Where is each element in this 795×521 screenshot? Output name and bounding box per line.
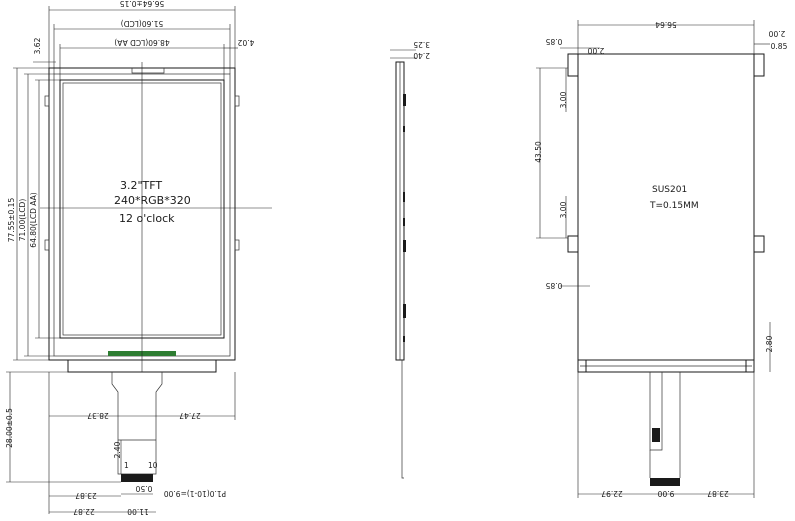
back-fpc-pad — [652, 428, 660, 442]
dim-bottom-right: 23.87 — [707, 489, 729, 498]
dim-tab-height-2: 3.00 — [559, 201, 568, 218]
dim-left-dist2: 22.87 — [73, 507, 95, 516]
dim-lcd-height: 71.00(LCD) — [18, 199, 27, 242]
side-clip-4 — [403, 218, 405, 226]
dim-left-dist: 23.87 — [75, 491, 97, 500]
side-clip-5 — [403, 240, 406, 252]
dim-right-offset: 4.02 — [237, 38, 254, 47]
dim-bottom-mid: 9.00 — [657, 489, 674, 498]
dim-bottom-left: 22.97 — [601, 489, 623, 498]
dim-corner-top: 0.85 — [545, 37, 562, 46]
dim-pin-pitch: P1.0(10-1)=9.00 — [164, 489, 227, 498]
dim-overall-height: 77.55±0.15 — [7, 198, 16, 243]
tab-mid-right — [753, 235, 765, 253]
side-clip-3 — [403, 192, 405, 202]
tab-top-left — [567, 53, 579, 77]
dim-top-offset: 3.62 — [33, 37, 42, 54]
tab-bot-right — [745, 359, 755, 373]
dim-fpc-width: 11.00 — [127, 507, 149, 516]
side-clip-7 — [403, 336, 405, 342]
side-clip-6 — [403, 304, 406, 318]
pin-1-label: 1 — [124, 461, 129, 470]
tab-mid-left — [567, 235, 579, 253]
dim-tab-spacing: 43.50 — [534, 141, 543, 163]
dim-bottom-strip: 2.80 — [765, 335, 774, 352]
left-clip-bottom — [44, 239, 50, 251]
dim-fpc-left-center: 28.37 — [87, 411, 109, 420]
right-clip-bottom — [234, 239, 240, 251]
dim-fpc-length: 28.00±0.5 — [5, 408, 14, 448]
back-fpc — [649, 372, 663, 451]
dim-back-width: 56.64 — [655, 20, 677, 29]
side-fpc — [401, 360, 404, 479]
spec-size: 3.2"TFT — [120, 179, 162, 192]
dim-aa-height: 64.80(LCD AA) — [29, 192, 38, 247]
side-clip-2 — [403, 126, 405, 132]
dim-tab-width-left: 2.00 — [587, 46, 604, 55]
thickness-note: T=0.15MM — [649, 201, 699, 211]
dim-aa-width: 48.60(LCD AA) — [114, 38, 169, 47]
fpc-pins — [121, 474, 153, 482]
dim-thickness-total: 3.25 — [413, 40, 430, 49]
pin-10-label: 10 — [148, 461, 158, 470]
left-clip-top — [44, 95, 50, 107]
material-note: SUS201 — [652, 185, 687, 195]
dim-corner-bottom: 0.85 — [545, 281, 562, 290]
dim-tab-right-width: 2.00 — [768, 29, 785, 38]
right-clip-top — [234, 95, 240, 107]
tab-bot-left — [577, 359, 587, 373]
side-view: 3.25 2.40 — [390, 40, 430, 479]
dim-thickness: 2.40 — [413, 51, 430, 60]
dim-pin-height: 2.40 — [113, 441, 122, 458]
dim-overall-width: 56.64±0.15 — [120, 0, 165, 8]
dim-tab-height-1: 3.00 — [559, 91, 568, 108]
top-notch — [131, 68, 165, 74]
dim-fpc-right-center: 27.47 — [179, 411, 201, 420]
tab-top-right — [753, 53, 765, 77]
back-view: 56.64 0.85 2.00 2.00 0.85 3.00 43.50 3.0… — [534, 20, 788, 498]
front-view: 56.64±0.15 51.60(LCD) 48.60(LCD AA) 4.02… — [5, 0, 272, 516]
dim-lcd-width: 51.60(LCD) — [121, 19, 164, 28]
spec-orientation: 12 o'clock — [119, 212, 175, 225]
dim-pin-width: 0.50 — [135, 484, 152, 493]
side-clip-1 — [403, 94, 406, 106]
dim-corner-right: 0.85 — [771, 42, 788, 51]
spec-resolution: 240*RGB*320 — [114, 194, 191, 207]
back-fpc-pins — [650, 478, 680, 486]
